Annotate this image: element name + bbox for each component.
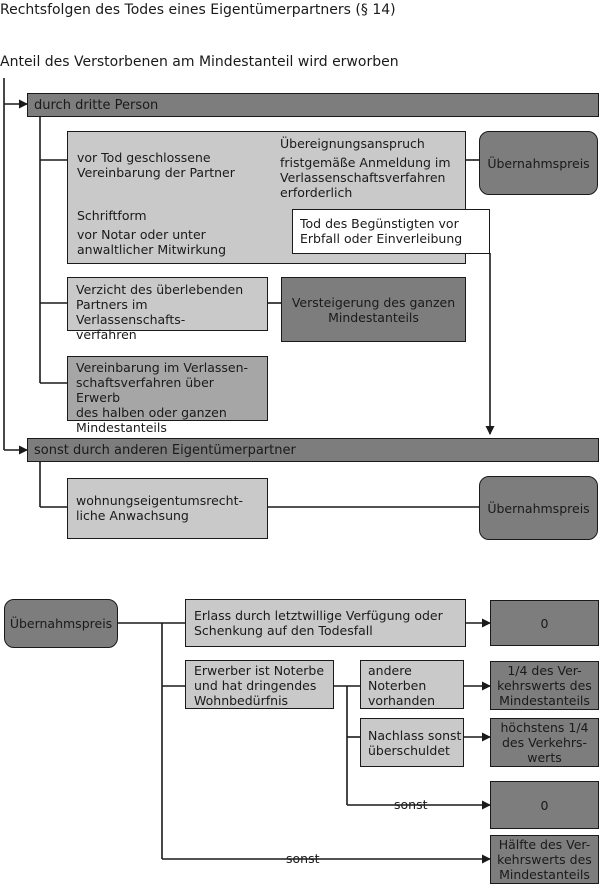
accrual-box: wohnungseigentumsrecht- liche Anwachsung [67,478,268,539]
result-max-quarter-box: höchstens 1/4 des Verkehrs- werts [490,718,599,767]
result-half-box: Hälfte des Ver- kehrswerts des Mindestan… [490,835,599,884]
contract-group-box: vor Tod geschlossene Vereinbarung der Pa… [67,131,466,264]
else-label-2: sonst [286,851,320,866]
form-title: Schriftform [77,208,147,223]
other-partner-bar: sonst durch anderen Eigentümerpartner [27,438,599,462]
other-heirs-box: andere Noterben vorhanden [360,660,464,709]
waiver-box: Verzicht des überlebenden Partners im Ve… [67,277,268,342]
probate-agreement-box: Vereinbarung im Verlassen- schaftsverfah… [67,356,268,435]
result-zero-box-1: 0 [490,600,599,646]
over-indebted-box: Nachlass sonst überschuldet [360,718,464,767]
takeover-price-box-2: Übernahmspreis [479,476,598,540]
testamentary-box: Erlass durch letztwillige Verfügung oder… [185,599,466,647]
transfer-claim-title: Übereignungsanspruch [280,136,425,151]
diagram-heading: Anteil des Verstorbenen am Mindestanteil… [0,54,399,70]
result-quarter-box: 1/4 des Ver- kehrswerts des Mindestantei… [490,661,599,710]
agreement-text: vor Tod geschlossene Vereinbarung der Pa… [77,150,235,180]
death-note-box: Tod des Begünstigten vor Erbfall oder Ei… [292,209,490,254]
else-label-1: sonst [394,797,428,812]
heir-box: Erwerber ist Noterbe und hat dringendes … [185,660,334,709]
auction-box: Versteigerung des ganzen Mindestanteils [281,277,466,342]
takeover-price-start-box: Übernahmspreis [4,599,118,648]
takeover-price-box-1: Übernahmspreis [479,131,598,195]
form-detail: vor Notar oder unter anwaltlicher Mitwir… [77,227,227,257]
third-party-bar: durch dritte Person [27,93,599,117]
transfer-claim-detail: fristgemäße Anmeldung im Verlassenschaft… [280,155,451,200]
page-title: Rechtsfolgen des Todes eines Eigentümerp… [0,2,396,18]
result-zero-box-2: 0 [490,781,599,829]
